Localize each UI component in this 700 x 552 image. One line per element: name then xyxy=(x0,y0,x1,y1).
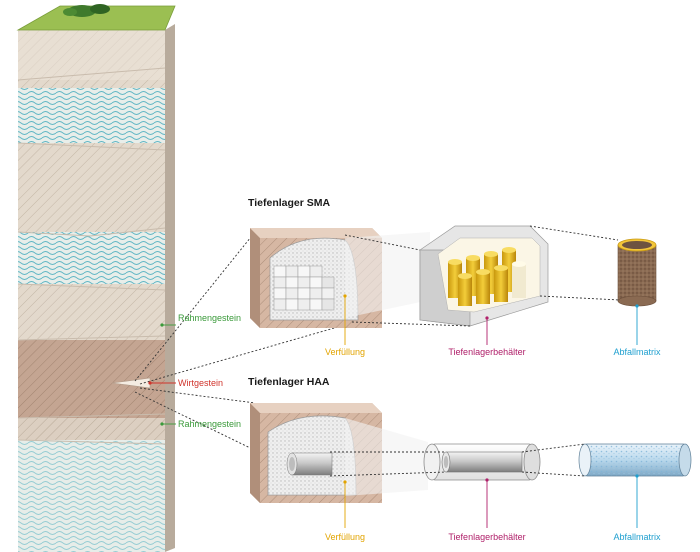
sma-drums xyxy=(448,247,526,306)
sma-abfallmatrix-label: Abfallmatrix xyxy=(613,347,661,357)
haa-connectors xyxy=(329,443,586,477)
connector-lines xyxy=(134,231,356,495)
rahmengestein-bottom-label: Rahmengestein xyxy=(178,419,241,429)
haa-behaelter-label: Tiefenlagerbehälter xyxy=(448,532,525,542)
sma-pointer-dots xyxy=(343,294,639,320)
haa-canister-in-tunnel xyxy=(286,452,333,476)
haa-pointer-dots xyxy=(343,474,639,484)
sma-cube-stack xyxy=(273,265,335,311)
rock-column xyxy=(16,4,176,552)
tree-cluster xyxy=(63,4,110,17)
sma-behaelter-label: Tiefenlagerbehälter xyxy=(448,347,525,357)
sma-verfuellung-label: Verfüllung xyxy=(325,347,365,357)
haa-title: Tiefenlager HAA xyxy=(248,376,330,388)
sma-connectors xyxy=(344,225,621,327)
sma-waste-drum xyxy=(617,238,657,307)
haa-abfallmatrix-label: Abfallmatrix xyxy=(613,532,661,542)
haa-beam xyxy=(345,418,428,496)
wirtgestein-label: Wirtgestein xyxy=(178,378,223,388)
haa-verfuellung-label: Verfüllung xyxy=(325,532,365,542)
haa-pointers xyxy=(344,476,638,528)
haa-container xyxy=(423,443,541,481)
rahmengestein-top-label: Rahmengestein xyxy=(178,313,241,323)
rock-label-pointers xyxy=(148,323,176,426)
sma-pointers xyxy=(344,296,638,345)
haa-waste-cylinder xyxy=(578,443,692,477)
sma-beam xyxy=(345,232,430,318)
sma-title: Tiefenlager SMA xyxy=(248,197,330,209)
